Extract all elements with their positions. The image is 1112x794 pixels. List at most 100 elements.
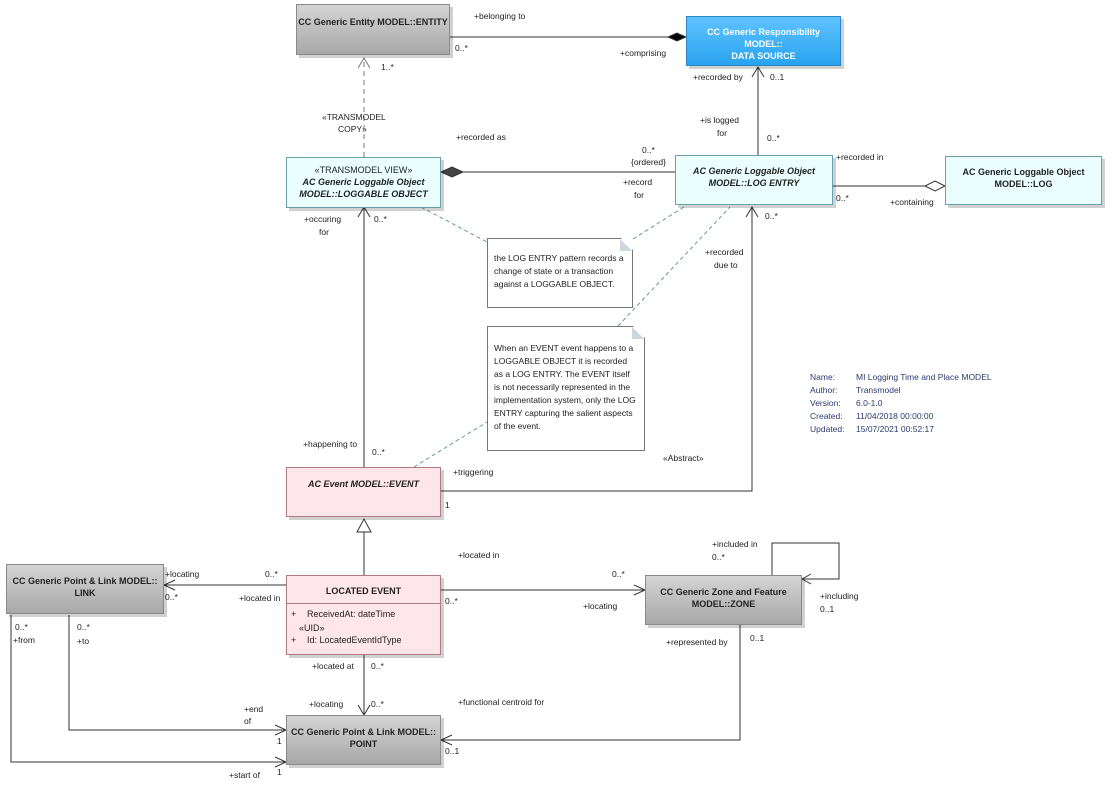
- label-locating-zone: +locating: [583, 601, 618, 611]
- arrowhead-point-2: [439, 734, 453, 746]
- label-end-of-1: +end: [244, 704, 264, 714]
- info-version-value: 6.0-1.0: [856, 398, 883, 408]
- label-record-for-1: +record: [623, 177, 653, 187]
- mult-located-at-0n: 0..*: [371, 661, 384, 671]
- attribute-uid-stereotype: «UID»: [299, 623, 325, 633]
- label-occuring-1: +occuring: [304, 214, 342, 224]
- info-updated-row: Updated: 15/07/2021 00:52:17: [810, 423, 992, 436]
- mult-link-0n-a: 0..*: [265, 569, 278, 579]
- class-link-name-1: CC Generic Point & Link MODEL::: [12, 576, 158, 586]
- class-entity[interactable]: CC Generic Entity MODEL::ENTITY: [296, 4, 450, 55]
- dependency-arrowhead: [357, 57, 371, 69]
- info-updated-value: 15/07/2021 00:52:17: [856, 424, 934, 434]
- mult-is-logged-0n: 0..*: [767, 133, 780, 143]
- composition-diamond: [666, 32, 688, 42]
- class-event[interactable]: AC Event MODEL::EVENT: [286, 467, 441, 517]
- label-functional-centroid: +functional centroid for: [458, 697, 545, 707]
- info-version-row: Version:6.0-1.0: [810, 397, 992, 410]
- mult-including-01: 0..1: [820, 604, 835, 614]
- note-event-recorded[interactable]: When an EVENT event happens to a LOGGABL…: [487, 326, 645, 451]
- class-point[interactable]: CC Generic Point & Link MODEL:: POINT: [286, 715, 441, 765]
- label-located-at: +located at: [312, 661, 354, 671]
- mult-included-0n: 0..*: [712, 552, 725, 562]
- class-event-name: AC Event MODEL::EVENT: [307, 479, 419, 489]
- label-containing: +containing: [890, 197, 934, 207]
- class-log-name-1: AC Generic Loggable Object: [962, 167, 1085, 177]
- edge-link-point-to: [68, 615, 286, 731]
- attribute-received-at: + ReceivedAt: dateTime: [287, 604, 440, 620]
- mult-datasource-01: 0..1: [770, 72, 785, 82]
- attr1-text: ReceivedAt: dateTime: [307, 609, 396, 619]
- aggregation-diamond: [923, 180, 947, 192]
- label-comprising: +comprising: [620, 48, 667, 58]
- class-data-source-name-2: DATA SOURCE: [731, 51, 796, 61]
- mult-represented-01: 0..1: [750, 633, 765, 643]
- diagram-info: Name:MI Logging Time and Place MODEL Aut…: [810, 371, 992, 436]
- class-zone-name-1: CC Generic Zone and Feature: [660, 587, 787, 597]
- label-recorded-by: +recorded by: [693, 72, 743, 82]
- mult-ordered-0n: 0..*: [642, 145, 655, 155]
- attr1-visibility: +: [291, 609, 297, 619]
- label-abstract: «Abstract»: [663, 453, 704, 463]
- class-log-entry-name-2: MODEL::LOG ENTRY: [708, 178, 800, 188]
- arrowhead-link: [162, 579, 176, 591]
- note1-anchor-a: [420, 206, 488, 243]
- note-log-entry-pattern[interactable]: the LOG ENTRY pattern records a change o…: [487, 238, 633, 308]
- arrowhead-datasource: [751, 66, 765, 78]
- mult-point-01: 0..1: [445, 746, 460, 756]
- info-updated-key: Updated:: [810, 424, 845, 434]
- label-including: +including: [820, 591, 859, 601]
- label-triggering: +triggering: [453, 467, 494, 477]
- edge-zone-self: [771, 542, 840, 580]
- label-recorded-due-1: +recorded: [705, 247, 744, 257]
- class-located-event-divider: [287, 603, 440, 604]
- label-occuring-2: for: [319, 227, 329, 237]
- composition-diamond-2: [439, 166, 465, 178]
- attr2-text: Id: LocatedEventIdType: [307, 635, 402, 645]
- label-recorded-in: +recorded in: [836, 152, 884, 162]
- class-loggable-object-stereotype: «TRANSMODEL VIEW»: [314, 165, 413, 175]
- class-log-entry[interactable]: AC Generic Loggable Object MODEL::LOG EN…: [675, 155, 833, 205]
- label-included-in: +included in: [712, 539, 758, 549]
- class-point-name-1: CC Generic Point & Link MODEL::: [290, 727, 436, 737]
- label-record-for-2: for: [634, 190, 644, 200]
- class-point-name-2: POINT: [349, 739, 378, 749]
- label-transmodel-copy-2: COPY»: [338, 124, 367, 134]
- mult-event-0n: 0..*: [372, 447, 385, 457]
- mult-loggable-0n: 0..*: [374, 214, 387, 224]
- label-located-in-top: +located in: [458, 550, 500, 560]
- mult-end-1: 1: [277, 736, 282, 746]
- class-log[interactable]: AC Generic Loggable Object MODEL::LOG: [945, 156, 1102, 205]
- label-start-of: +start of: [229, 770, 260, 780]
- label-is-logged-2: for: [717, 128, 727, 138]
- arrowhead-zone-self: [800, 573, 812, 585]
- mult-entity-0n: 0..*: [455, 43, 468, 53]
- note1-anchor-b: [632, 206, 685, 240]
- info-author-row: Author: Transmodel: [810, 384, 992, 397]
- class-loggable-object[interactable]: «TRANSMODEL VIEW» AC Generic Loggable Ob…: [286, 157, 441, 208]
- class-link[interactable]: CC Generic Point & Link MODEL:: LINK: [6, 564, 164, 614]
- mult-logentry-0n: 0..*: [765, 211, 778, 221]
- edge-link-point-from: [10, 615, 286, 763]
- info-name-value: MI Logging Time and Place MODEL: [856, 372, 992, 382]
- class-data-source[interactable]: CC Generic Responsibility MODEL:: DATA S…: [686, 16, 841, 66]
- label-to: +to: [77, 636, 90, 646]
- class-log-entry-name-1: AC Generic Loggable Object: [692, 166, 816, 176]
- label-is-logged-1: +is logged: [700, 115, 739, 125]
- class-loggable-object-name-2: MODEL::LOGGABLE OBJECT: [299, 189, 428, 199]
- info-author-key: Author:: [810, 385, 838, 395]
- info-author-value: Transmodel: [856, 385, 901, 395]
- label-located-in-link: +located in: [239, 593, 281, 603]
- info-created-row: Created:11/04/2018 00:00:00: [810, 410, 992, 423]
- class-located-event-name: LOCATED EVENT: [325, 586, 402, 596]
- class-zone-name-2: MODEL::ZONE: [691, 599, 756, 609]
- class-zone[interactable]: CC Generic Zone and Feature MODEL::ZONE: [645, 575, 802, 625]
- mult-point-0n: 0..*: [371, 699, 384, 709]
- attribute-id: +Id: LocatedEventIdType: [287, 634, 440, 646]
- class-link-name-2: LINK: [74, 588, 96, 598]
- note-log-entry-pattern-text: the LOG ENTRY pattern records a change o…: [494, 253, 624, 289]
- class-located-event[interactable]: LOCATED EVENT + ReceivedAt: dateTime «UID…: [286, 575, 441, 655]
- info-name-row: Name:MI Logging Time and Place MODEL: [810, 371, 992, 384]
- mult-to-0n: 0..*: [77, 622, 90, 632]
